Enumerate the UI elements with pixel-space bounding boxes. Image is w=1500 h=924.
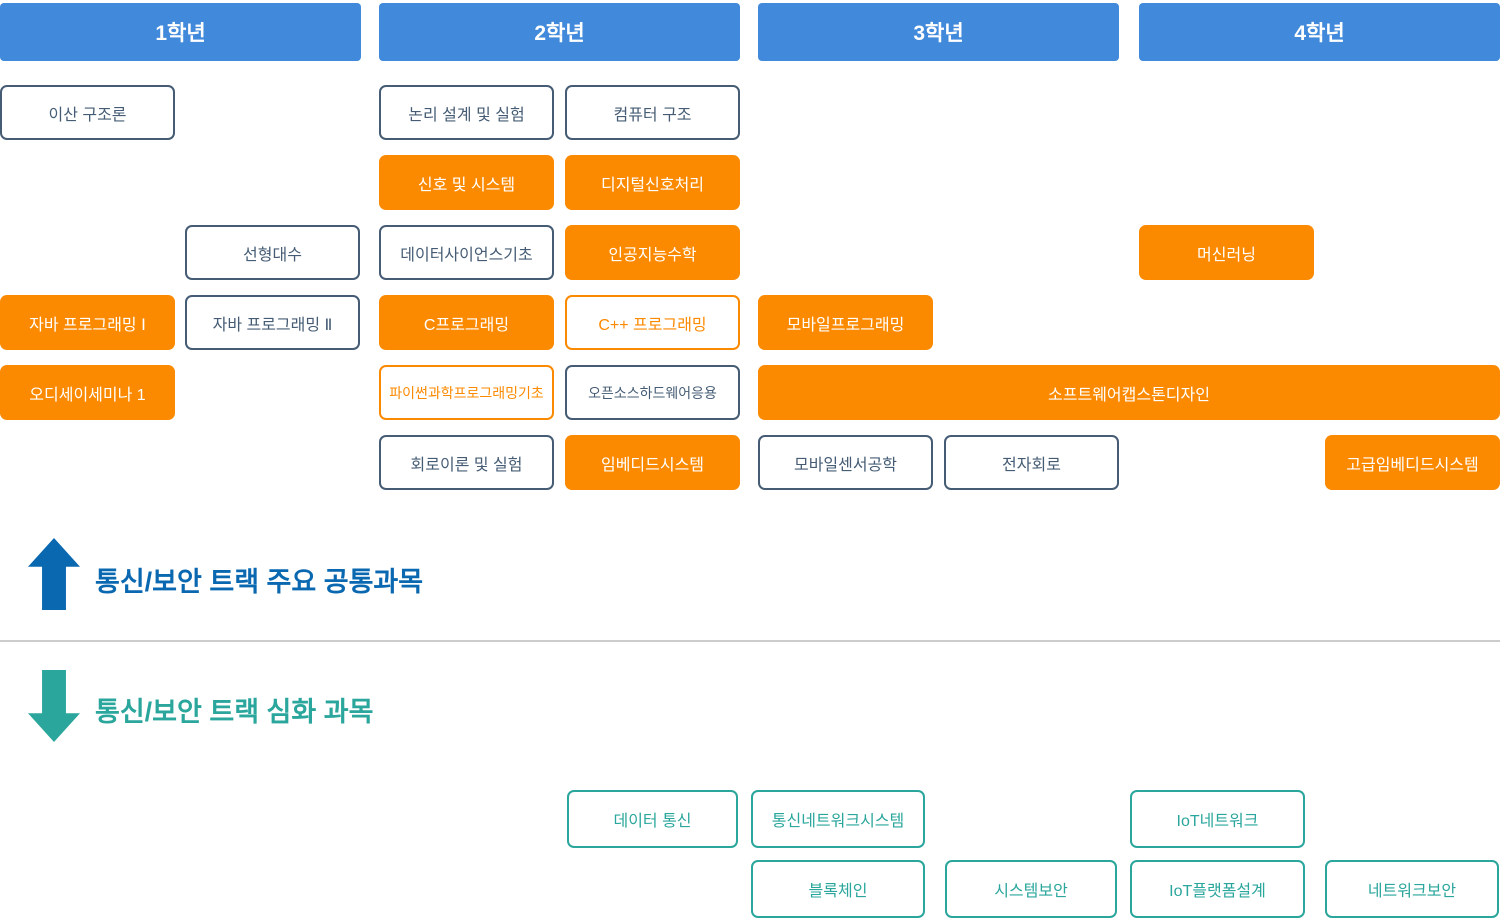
year-header-2: 2학년 (379, 3, 740, 61)
course-box-computer-architecture: 컴퓨터 구조 (565, 85, 740, 140)
course-box-advanced-embedded-systems: 고급임베디드시스템 (1325, 435, 1500, 490)
course-box-c-programming: C프로그래밍 (379, 295, 554, 350)
track-box-comm-network-systems: 통신네트워크시스템 (751, 790, 925, 848)
track-box-blockchain: 블록체인 (751, 860, 925, 918)
course-box-embedded-systems: 임베디드시스템 (565, 435, 740, 490)
down-arrow-icon (28, 670, 80, 742)
track-box-system-security: 시스템보안 (945, 860, 1117, 918)
section-title-common-track: 통신/보안 트랙 주요 공통과목 (95, 567, 424, 597)
course-box-signals-and-systems: 신호 및 시스템 (379, 155, 554, 210)
course-box-odyssey-seminar-1: 오디세이세미나 1 (0, 365, 175, 420)
section-title-advanced-track: 통신/보안 트랙 심화 과목 (95, 697, 374, 727)
course-box-electronic-circuits: 전자회로 (944, 435, 1119, 490)
track-box-data-communication: 데이터 통신 (567, 790, 738, 848)
year-header-3: 3학년 (758, 3, 1119, 61)
course-box-software-capstone-design: 소프트웨어캡스톤디자인 (758, 365, 1500, 420)
course-box-mobile-sensor-engineering: 모바일센서공학 (758, 435, 933, 490)
section-divider (0, 640, 1500, 642)
course-box-open-source-hardware-applications: 오픈소스하드웨어응용 (565, 365, 740, 420)
course-box-machine-learning: 머신러닝 (1139, 225, 1314, 280)
course-box-discrete-structures: 이산 구조론 (0, 85, 175, 140)
track-box-iot-platform-design: IoT플랫폼설계 (1130, 860, 1305, 918)
year-header-1: 1학년 (0, 3, 361, 61)
track-box-iot-network: IoT네트워크 (1130, 790, 1305, 848)
course-box-linear-algebra: 선형대수 (185, 225, 360, 280)
course-box-mobile-programming: 모바일프로그래밍 (758, 295, 933, 350)
course-box-digital-signal-processing: 디지털신호처리 (565, 155, 740, 210)
course-box-ai-mathematics: 인공지능수학 (565, 225, 740, 280)
course-box-data-science-basics: 데이터사이언스기초 (379, 225, 554, 280)
year-header-4: 4학년 (1139, 3, 1500, 61)
course-box-java-programming-1: 자바 프로그래밍 Ⅰ (0, 295, 175, 350)
course-box-cpp-programming: C++ 프로그래밍 (565, 295, 740, 350)
track-box-network-security: 네트워크보안 (1325, 860, 1499, 918)
course-box-circuit-theory-lab: 회로이론 및 실험 (379, 435, 554, 490)
course-box-python-scientific-programming-basics: 파이썬과학프로그래밍기초 (379, 365, 554, 420)
up-arrow-icon (28, 538, 80, 610)
course-box-java-programming-2: 자바 프로그래밍 Ⅱ (185, 295, 360, 350)
course-box-logic-design-lab: 논리 설계 및 실험 (379, 85, 554, 140)
